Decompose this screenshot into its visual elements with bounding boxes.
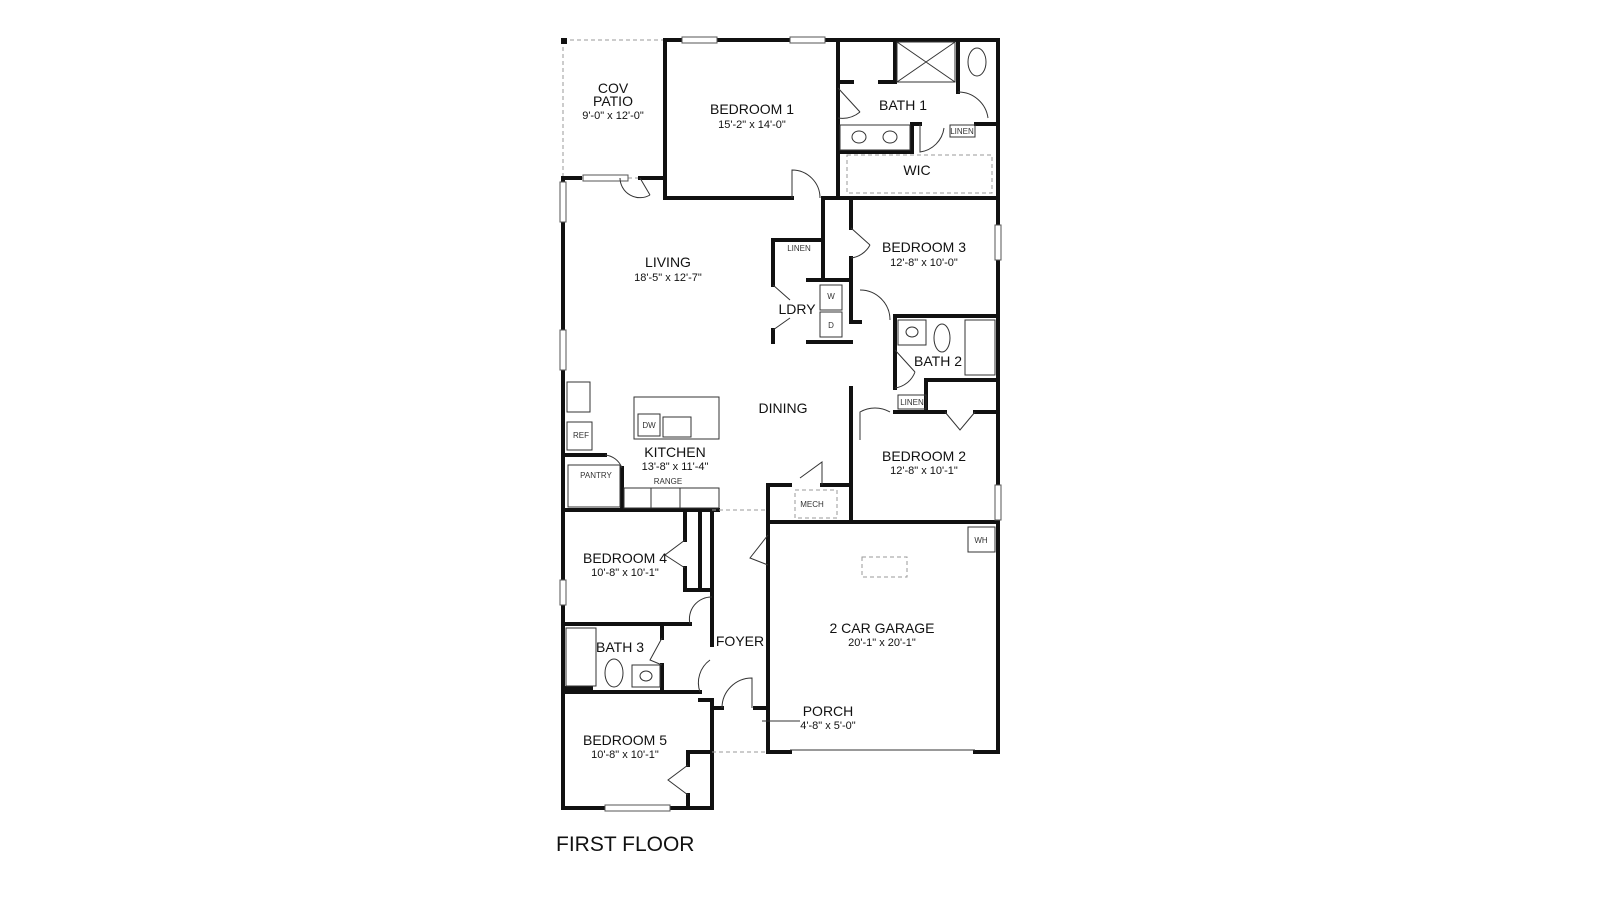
room-name: BEDROOM 5 xyxy=(583,732,667,748)
room-name: KITCHEN xyxy=(644,444,705,460)
room-bath-1: BATH 1 xyxy=(879,97,927,113)
range-label: RANGE xyxy=(654,477,682,486)
room-name: WIC xyxy=(903,162,930,178)
room-dimensions: 12'-8" x 10'-1" xyxy=(890,465,958,477)
room-bedroom-5: BEDROOM 5 10'-8" x 10'-1" xyxy=(583,732,667,761)
dryer-label: D xyxy=(828,321,834,330)
room-name: BEDROOM 2 xyxy=(882,448,966,464)
doors xyxy=(604,87,989,796)
room-bedroom-3: BEDROOM 3 12'-8" x 10'-0" xyxy=(882,239,966,269)
room-name: BEDROOM 4 xyxy=(583,550,667,566)
room-bedroom-1: BEDROOM 1 15'-2" x 14'-0" xyxy=(710,101,794,131)
room-porch: PORCH 4'-8" x 5'-0" xyxy=(800,703,856,732)
fixtures xyxy=(565,41,996,753)
linen-label: LINEN xyxy=(950,127,974,136)
fixture-labels: LINEN LINEN LINEN W D DW REF PANTRY RANG… xyxy=(573,127,988,545)
room-bedroom-4: BEDROOM 4 10'-8" x 10'-1" xyxy=(583,550,667,579)
room-name: LDRY xyxy=(778,301,816,317)
room-kitchen: KITCHEN 13'-8" x 11'-4" xyxy=(642,444,709,473)
room-name: PATIO xyxy=(593,93,633,109)
refrigerator-label: REF xyxy=(573,431,589,440)
room-dimensions: 18'-5" x 12'-7" xyxy=(634,272,702,284)
room-dining: DINING xyxy=(759,400,808,416)
walls xyxy=(561,38,1000,810)
water-heater-label: WH xyxy=(974,536,988,545)
washer-label: W xyxy=(827,292,835,301)
room-dimensions: 20'-1" x 20'-1" xyxy=(848,637,916,649)
room-name: LIVING xyxy=(645,254,691,270)
pantry-label: PANTRY xyxy=(580,471,612,480)
room-name: BATH 1 xyxy=(879,97,927,113)
room-dimensions: 10'-8" x 10'-1" xyxy=(591,567,659,579)
room-bedroom-2: BEDROOM 2 12'-8" x 10'-1" xyxy=(882,448,966,477)
room-name: BEDROOM 3 xyxy=(882,239,966,255)
room-garage: 2 CAR GARAGE 20'-1" x 20'-1" xyxy=(829,620,934,649)
room-name: BATH 2 xyxy=(914,353,962,369)
room-dimensions: 10'-8" x 10'-1" xyxy=(591,749,659,761)
plan-title: FIRST FLOOR xyxy=(556,833,694,856)
room-bath-3: BATH 3 xyxy=(596,639,644,655)
room-dimensions: 9'-0" x 12'-0" xyxy=(582,110,644,122)
dishwasher-label: DW xyxy=(642,421,656,430)
room-name: BEDROOM 1 xyxy=(710,101,794,117)
room-foyer: FOYER xyxy=(716,633,764,649)
room-name: PORCH xyxy=(803,703,854,719)
room-name: BATH 3 xyxy=(596,639,644,655)
room-name: DINING xyxy=(759,400,808,416)
mech-label: MECH xyxy=(800,500,824,509)
room-bath-2: BATH 2 xyxy=(914,353,962,369)
room-laundry: LDRY xyxy=(778,301,816,317)
room-dimensions: 4'-8" x 5'-0" xyxy=(800,720,856,732)
room-wic: WIC xyxy=(903,162,930,178)
room-name: COV xyxy=(598,80,629,96)
windows xyxy=(559,36,1002,812)
room-cov-patio: COV PATIO 9'-0" x 12'-0" xyxy=(582,80,644,122)
room-dimensions: 13'-8" x 11'-4" xyxy=(642,461,709,473)
room-living: LIVING 18'-5" x 12'-7" xyxy=(634,254,702,284)
linen-label: LINEN xyxy=(787,244,811,253)
room-dimensions: 12'-8" x 10'-0" xyxy=(890,257,958,269)
room-dimensions: 15'-2" x 14'-0" xyxy=(718,119,786,131)
linen-label: LINEN xyxy=(900,398,924,407)
room-name: FOYER xyxy=(716,633,764,649)
room-name: 2 CAR GARAGE xyxy=(829,620,934,636)
